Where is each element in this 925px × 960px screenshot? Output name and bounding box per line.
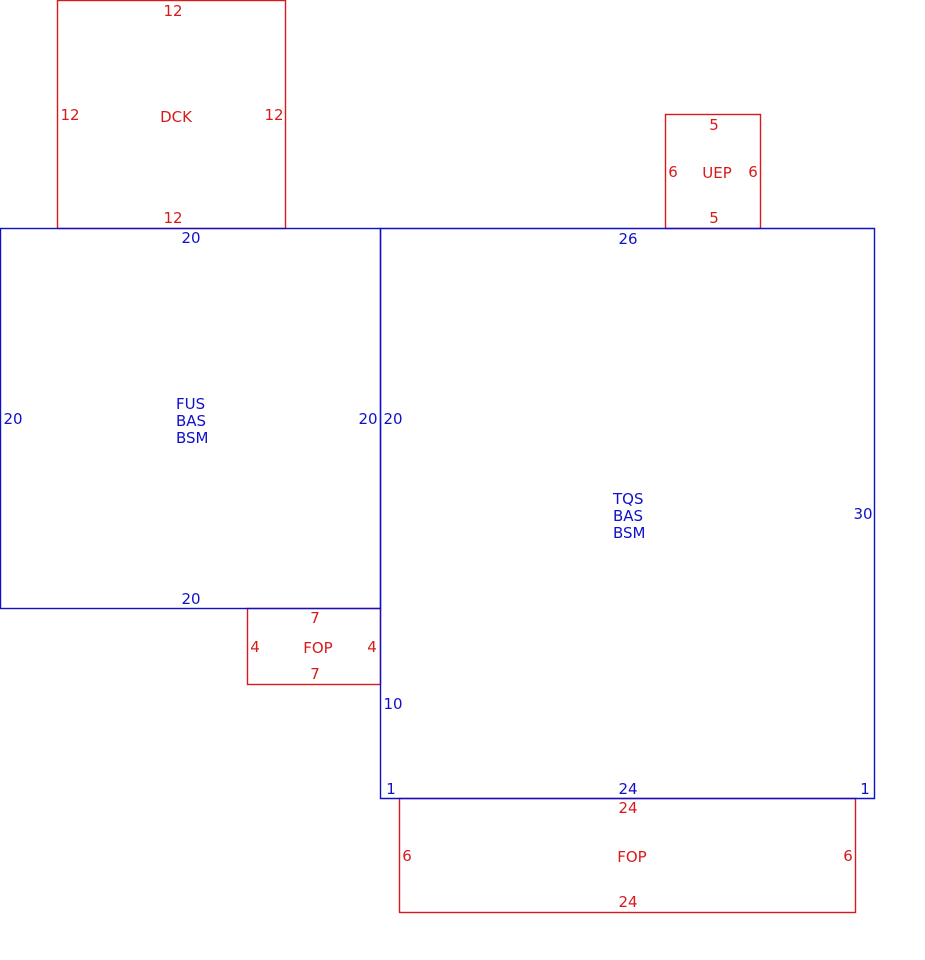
- tqs-dim-right: 30: [853, 505, 872, 523]
- fop-small-dim-bottom: 7: [310, 665, 320, 683]
- dck-area: 12 12 12 12 DCK: [56, 0, 287, 230]
- dck-dim-right: 12: [264, 106, 283, 124]
- fus-dim-right: 20: [358, 410, 377, 428]
- fop-small-code: FOP: [303, 639, 332, 657]
- dck-code: DCK: [160, 108, 193, 126]
- fus-dim-top: 20: [181, 229, 200, 247]
- fop-large-dim-top: 24: [618, 799, 637, 817]
- tqs-dim-bottom: 24: [618, 780, 637, 798]
- dck-dim-top: 12: [163, 2, 182, 20]
- tqs-code-1: TQS: [612, 490, 644, 508]
- uep-dim-right: 6: [748, 163, 758, 181]
- fus-area: 20 20 20 20 FUS BAS BSM: [0, 227, 382, 610]
- fus-dim-left: 20: [3, 410, 22, 428]
- fop-small-dim-right: 4: [367, 638, 377, 656]
- fop-small-dim-top: 7: [310, 609, 320, 627]
- tqs-outline: [379, 227, 876, 800]
- uep-code: UEP: [702, 164, 732, 182]
- tqs-dim-bottom-left-jog: 1: [386, 780, 396, 798]
- fop-large-dim-bottom: 24: [618, 893, 637, 911]
- fus-code-1: FUS: [176, 395, 205, 413]
- fus-code-3: BSM: [176, 429, 209, 447]
- tqs-code-3: BSM: [613, 524, 646, 542]
- tqs-area: 26 20 10 30 24 1 1 TQS BAS BSM: [379, 227, 876, 800]
- dck-dim-bottom: 12: [163, 209, 182, 227]
- dck-dim-left: 12: [60, 106, 79, 124]
- fop-small-dim-left: 4: [250, 638, 260, 656]
- uep-dim-bottom: 5: [709, 209, 719, 227]
- fop-large-dim-right: 6: [843, 847, 853, 865]
- tqs-code-2: BAS: [613, 507, 643, 525]
- fop-large-area: 24 6 6 24 FOP: [398, 797, 857, 914]
- uep-area: 5 6 6 5 UEP: [664, 113, 762, 230]
- fus-code-2: BAS: [176, 412, 206, 430]
- tqs-dim-left-upper: 20: [383, 410, 402, 428]
- uep-dim-top: 5: [709, 116, 719, 134]
- fop-small-area: 7 4 4 7 FOP: [246, 607, 382, 686]
- uep-dim-left: 6: [668, 163, 678, 181]
- tqs-dim-left-lower: 10: [383, 695, 402, 713]
- fus-dim-bottom: 20: [181, 590, 200, 608]
- fop-large-code: FOP: [617, 848, 646, 866]
- fop-large-dim-left: 6: [402, 847, 412, 865]
- tqs-dim-top: 26: [618, 230, 637, 248]
- tqs-dim-bottom-right-jog: 1: [860, 780, 870, 798]
